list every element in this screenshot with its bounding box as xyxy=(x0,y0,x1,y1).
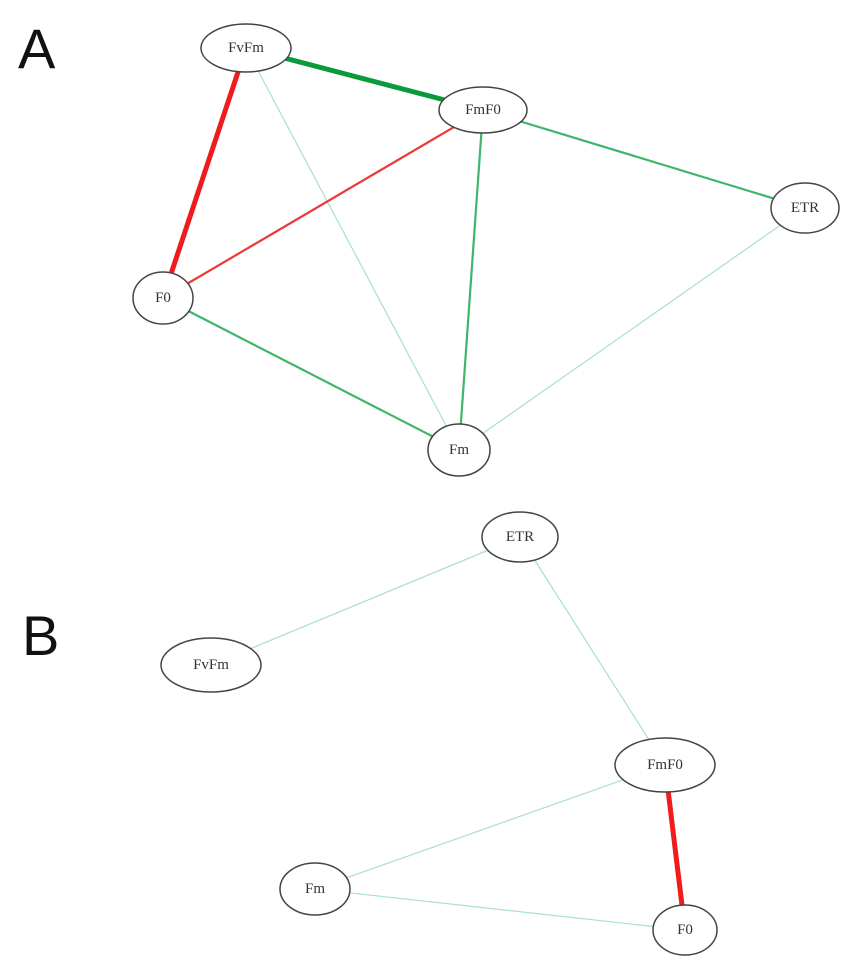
panel-a-node-ellipse xyxy=(200,23,292,73)
panel-b-node-ellipse xyxy=(614,737,716,793)
panel-a-node-label: F0 xyxy=(155,290,171,306)
panel-a-node-fm: Fm xyxy=(427,423,491,477)
panel-a-edge-fvfm-f0 xyxy=(160,45,249,301)
panel-a-edge-f0-fm xyxy=(161,296,461,452)
panel-b-node-ellipse xyxy=(652,904,718,956)
panel-a-node-label: ETR xyxy=(791,200,819,216)
panel-b-edge-fvfm-etr xyxy=(210,536,521,666)
panel-a-edge-fmf0-f0 xyxy=(161,108,485,300)
panel-a-label: A xyxy=(18,17,56,80)
panel-a-node-label: FvFm xyxy=(228,40,264,56)
panel-b-node-label: F0 xyxy=(677,922,693,938)
panel-a-edge-fvfm-fm xyxy=(245,47,460,451)
panel-b-node-label: FvFm xyxy=(193,657,229,673)
panel-b-label: B xyxy=(22,604,59,667)
panel-a-node-ellipse xyxy=(438,86,528,134)
panel-a-node-fvfm: FvFm xyxy=(200,23,292,73)
panel-b-edge-etr-fmf0 xyxy=(519,536,666,766)
panel-a-node-label: FmF0 xyxy=(465,102,501,118)
panel-b-node-etr: ETR xyxy=(481,511,559,563)
panel-a-edge-etr-fm xyxy=(458,207,806,451)
panel-b-node-fvfm: FvFm xyxy=(160,637,262,693)
panel-a-node-ellipse xyxy=(427,423,491,477)
panel-a-edge-fmf0-fm xyxy=(457,108,485,452)
panel-b-node-label: ETR xyxy=(506,529,534,545)
panel-a-node-f0: F0 xyxy=(132,271,194,325)
panel-b-edge-fm-fmf0 xyxy=(314,764,666,890)
panel-b-node-fmf0: FmF0 xyxy=(614,737,716,793)
panel-b-node-fm: Fm xyxy=(279,862,351,916)
panel-a-node-ellipse xyxy=(132,271,194,325)
panel-a-node-ellipse xyxy=(770,182,840,234)
panel-b-edge-fm-f0 xyxy=(314,888,686,931)
panel-b-node-label: FmF0 xyxy=(647,757,683,773)
panel-b-node-ellipse xyxy=(279,862,351,916)
panel-b-node-ellipse xyxy=(160,637,262,693)
panel-b-node-label: Fm xyxy=(305,881,325,897)
panel-a-edge-fmf0-etr xyxy=(481,108,807,210)
panel-a-node-etr: ETR xyxy=(770,182,840,234)
edges-layer xyxy=(160,45,807,933)
panel-b-node-ellipse xyxy=(481,511,559,563)
panel-a-node-fmf0: FmF0 xyxy=(438,86,528,134)
panel-b-node-f0: F0 xyxy=(652,904,718,956)
panel-a-node-label: Fm xyxy=(449,442,469,458)
